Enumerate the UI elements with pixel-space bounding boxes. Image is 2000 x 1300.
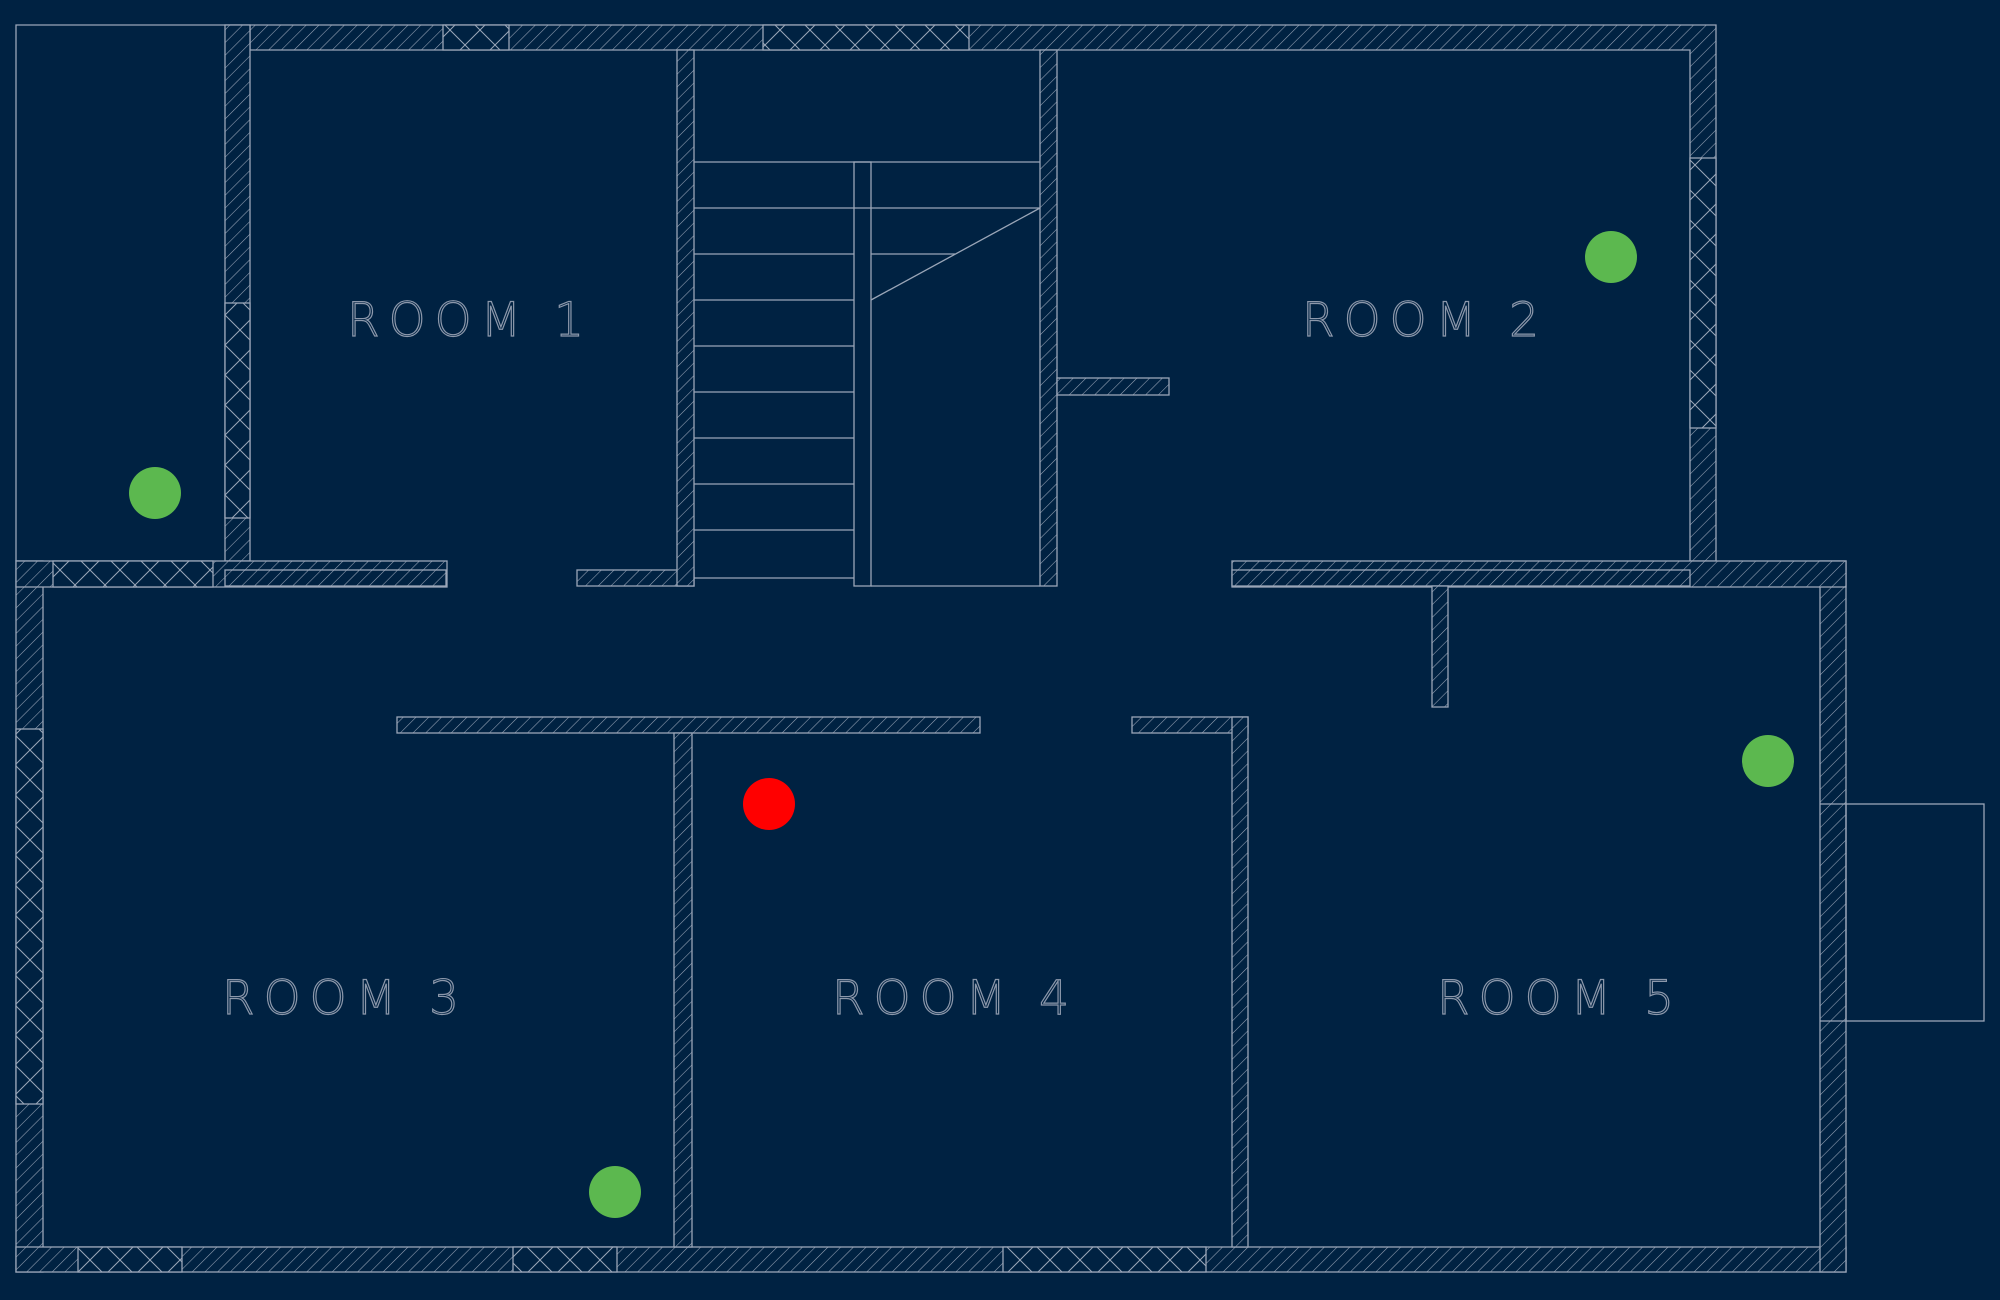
room-2-label: ROOM 2 (1302, 293, 1548, 348)
status-marker-ok[interactable] (589, 1166, 641, 1218)
sensor-markers (129, 231, 1794, 1218)
room-1-label: ROOM 1 (347, 293, 593, 348)
windows (15, 24, 1717, 1273)
staircase (694, 161, 1041, 587)
status-marker-ok[interactable] (1585, 231, 1637, 283)
room-3-label: ROOM 3 (222, 971, 468, 1026)
interior-walls (224, 49, 1691, 1248)
annex-outline (15, 24, 225, 561)
exterior-walls (15, 24, 1847, 1273)
status-marker-alert[interactable] (743, 778, 795, 830)
room-labels: ROOM 1 ROOM 2 ROOM 3 ROOM 4 ROOM 5 (221, 292, 1683, 1026)
room-5-label: ROOM 5 (1437, 971, 1683, 1026)
room-4-label: ROOM 4 (832, 971, 1078, 1026)
status-marker-ok[interactable] (129, 467, 181, 519)
status-marker-ok[interactable] (1742, 735, 1794, 787)
balcony (1820, 803, 1985, 1022)
